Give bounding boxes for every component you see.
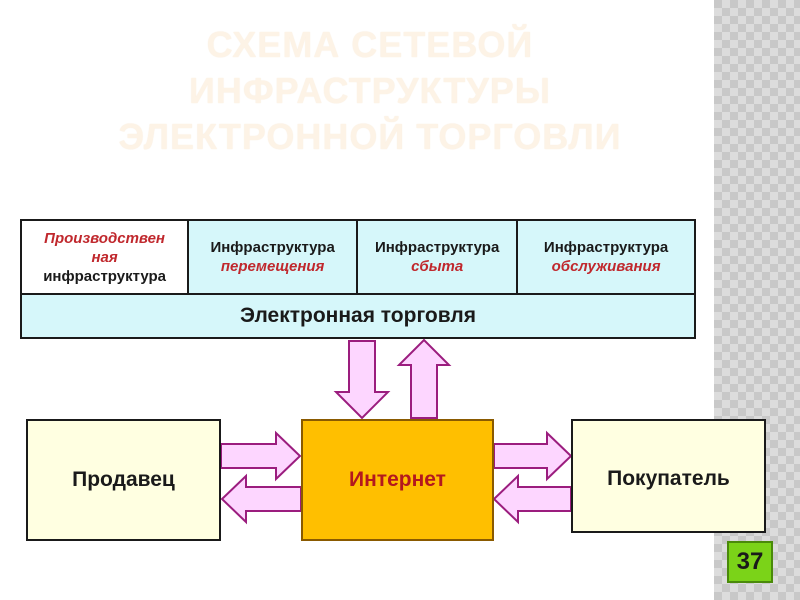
slide-title-line-1: СХЕМА СЕТЕВОЙ [206,24,534,65]
production-infrastructure-cell: Производствен ная инфраструктура [22,221,190,293]
service-infrastructure-cell: Инфраструктура обслуживания [518,221,694,293]
service-label-line-2: обслуживания [551,258,661,275]
arrow-internet-to-seller [220,473,302,525]
arrow-up-from-internet [396,338,452,419]
arrow-seller-to-internet [220,430,302,482]
arrow-internet-to-buyer [493,430,573,482]
service-label-line-1: Инфраструктура [543,239,669,256]
ecommerce-bar: Электронная торговля [240,304,476,327]
production-label-line-3: инфраструктура [43,267,166,285]
internet-box: Интернет [301,419,494,541]
buyer-box: Покупатель [571,419,766,533]
arrow-buyer-to-internet [492,473,572,525]
production-label-line-1: Производствен [44,229,165,247]
slide-number-badge: 37 [727,541,773,583]
transport-infrastructure-cell: Инфраструктура перемещения [189,221,359,293]
production-label-line-2: ная [91,248,118,266]
sales-infrastructure-cell: Инфраструктура сбыта [358,221,519,293]
infrastructure-block: Производствен ная инфраструктура Инфраст… [20,219,696,339]
slide-title-line-3: ЭЛЕКТРОННОЙ ТОРГОВЛИ [118,116,622,157]
slide-title: СХЕМА СЕТЕВОЙ ИНФРАСТРУКТУРЫ ЭЛЕКТРОННОЙ… [40,22,700,160]
slide-title-line-2: ИНФРАСТРУКТУРЫ [188,70,552,111]
sales-label-line-2: сбыта [411,258,464,275]
transport-label-line-1: Инфраструктура [210,239,335,256]
transport-label-line-2: перемещения [220,258,325,275]
sales-label-line-1: Инфраструктура [374,239,500,256]
seller-box: Продавец [26,419,221,541]
arrow-down-to-internet [333,340,391,420]
infrastructure-row: Производствен ная инфраструктура Инфраст… [22,221,694,295]
